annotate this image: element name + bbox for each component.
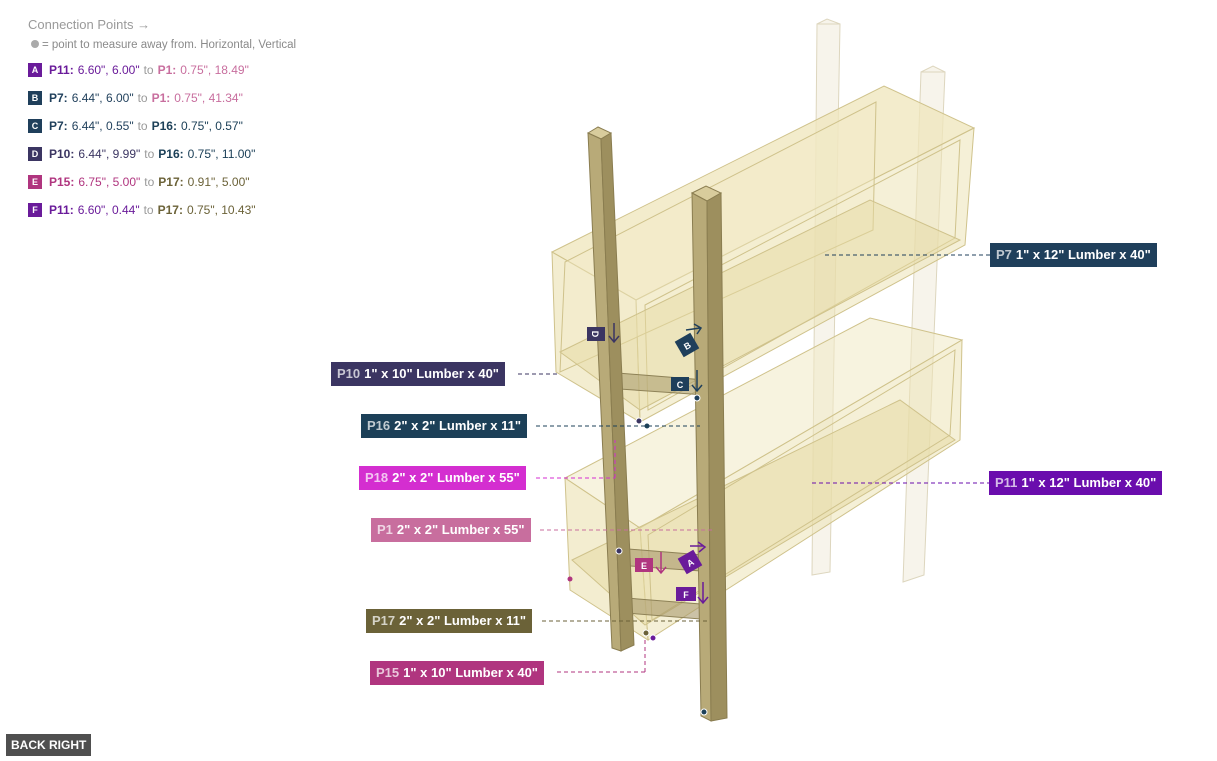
part-id: P16 xyxy=(367,418,391,433)
to-word: to xyxy=(144,147,155,161)
connection-badge: B xyxy=(28,91,42,105)
part-id: P18 xyxy=(365,470,389,485)
from-value: 6.44", 0.55" xyxy=(71,119,134,133)
to-value: 0.75", 0.57" xyxy=(180,119,243,133)
to-part: P1: xyxy=(157,63,177,77)
connection-badge: D xyxy=(28,147,42,161)
connection-badge: F xyxy=(28,203,42,217)
part-id: P7 xyxy=(996,247,1012,262)
part-desc: 1" x 12" Lumber x 40" xyxy=(1015,247,1151,262)
from-part: P10: xyxy=(49,147,75,161)
from-value: 6.44", 6.00" xyxy=(71,91,134,105)
part-desc: 2" x 2" Lumber x 55" xyxy=(392,470,520,485)
from-value: 6.60", 6.00" xyxy=(77,63,140,77)
svg-text:A: A xyxy=(685,557,696,569)
legend-note-text: = point to measure away from. Horizontal… xyxy=(42,39,297,51)
to-value: 0.75", 41.34" xyxy=(174,91,243,105)
part-id: P17 xyxy=(372,613,396,628)
view-back-right-button[interactable]: BACK RIGHT xyxy=(6,734,92,756)
to-word: to xyxy=(143,63,154,77)
part-id: P11 xyxy=(995,475,1018,490)
connection-badge: E xyxy=(28,175,42,189)
to-word: to xyxy=(137,119,148,133)
svg-text:B: B xyxy=(682,340,693,352)
part-id: P1 xyxy=(377,522,393,537)
from-part: P11: xyxy=(49,63,74,77)
part-desc: 1" x 10" Lumber x 40" xyxy=(364,366,499,381)
to-value: 0.75", 11.00" xyxy=(187,147,256,161)
part-desc: 2" x 2" Lumber x 55" xyxy=(396,522,525,537)
connection-badge: C xyxy=(28,119,42,133)
from-part: P7: xyxy=(49,119,68,133)
point-dot-icon xyxy=(31,40,39,48)
part-desc: 1" x 10" Lumber x 40" xyxy=(403,665,538,680)
part-desc: 1" x 12" Lumber x 40" xyxy=(1021,475,1157,490)
part-desc: 2" x 2" Lumber x 11" xyxy=(394,418,522,433)
connection-legend: Connection Points → = point to measure a… xyxy=(28,17,348,231)
to-word: to xyxy=(143,203,154,217)
to-value: 0.75", 18.49" xyxy=(180,63,249,77)
svg-text:F: F xyxy=(683,590,689,600)
to-part: P17: xyxy=(158,175,184,189)
to-part: P1: xyxy=(151,91,171,105)
from-value: 6.75", 5.00" xyxy=(78,175,141,189)
part-id: P10 xyxy=(337,366,361,381)
to-word: to xyxy=(144,175,155,189)
connection-badge: A xyxy=(28,63,42,77)
to-word: to xyxy=(137,91,148,105)
to-value: 0.75", 10.43" xyxy=(186,203,256,217)
legend-note: = point to measure away from. Horizontal… xyxy=(28,39,348,51)
measure-points xyxy=(567,394,708,716)
svg-text:D: D xyxy=(590,331,600,338)
leader-lines xyxy=(518,254,990,673)
from-part: P7: xyxy=(49,91,68,105)
part-id: P15 xyxy=(376,665,400,680)
from-value: 6.44", 9.99" xyxy=(78,147,141,161)
svg-text:E: E xyxy=(641,561,647,571)
legend-title[interactable]: Connection Points → xyxy=(28,17,151,32)
from-part: P15: xyxy=(49,175,75,189)
svg-text:C: C xyxy=(677,380,684,390)
to-value: 0.91", 5.00" xyxy=(187,175,250,189)
from-part: P11: xyxy=(49,203,74,217)
to-part: P16: xyxy=(158,147,184,161)
from-value: 6.60", 0.44" xyxy=(77,203,140,217)
connection-markers: D B C E A F xyxy=(587,323,709,605)
part-desc: 2" x 2" Lumber x 11" xyxy=(399,613,527,628)
to-part: P16: xyxy=(151,119,177,133)
to-part: P17: xyxy=(157,203,183,217)
